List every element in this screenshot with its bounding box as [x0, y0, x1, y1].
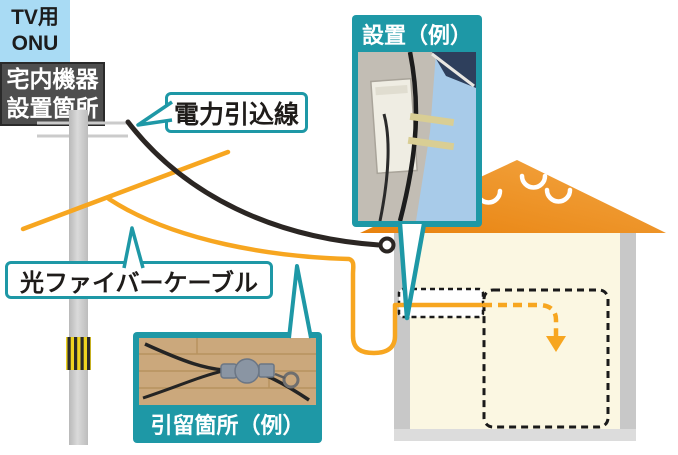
fiber-drop-cable [106, 196, 484, 356]
install-example-pointer [397, 223, 427, 321]
house-wall-right [620, 233, 636, 441]
power-drop-cable [125, 119, 382, 248]
cable-end-connector [378, 236, 396, 254]
indoor-area-dashed-box [482, 288, 610, 429]
install-example-box: 設置（例） [352, 15, 482, 227]
fiber-indoor-dashed-route [483, 302, 559, 337]
anchor-example-box: 引留箇所（例） [133, 332, 322, 443]
power-line-label: 電力引込線 [165, 92, 308, 133]
onu-wall-photo-impression [358, 52, 476, 221]
tv-onu-label-line1: TV用 [11, 6, 59, 29]
fiber-cable-label-pointer [122, 226, 145, 269]
house-floor [394, 429, 636, 441]
anchor-example-title: 引留箇所（例） [150, 413, 305, 438]
anchor-example-photo [139, 338, 316, 405]
anchor-device-photo-impression [139, 338, 316, 405]
anchor-example-pointer [287, 264, 313, 339]
route-arrowhead [546, 336, 566, 352]
house [360, 160, 666, 441]
tv-onu-label: TV用 ONU [0, 0, 70, 62]
indoor-equipment-line1: 宅内機器 [6, 66, 99, 92]
install-example-photo [358, 52, 476, 221]
fiber-aerial-line [20, 149, 231, 232]
house-interior [410, 233, 620, 429]
tv-onu-label-line2: ONU [11, 32, 59, 55]
install-example-title: 設置（例） [361, 22, 472, 48]
pole-stripe-band [66, 337, 91, 370]
power-line-label-pointer [136, 100, 173, 127]
